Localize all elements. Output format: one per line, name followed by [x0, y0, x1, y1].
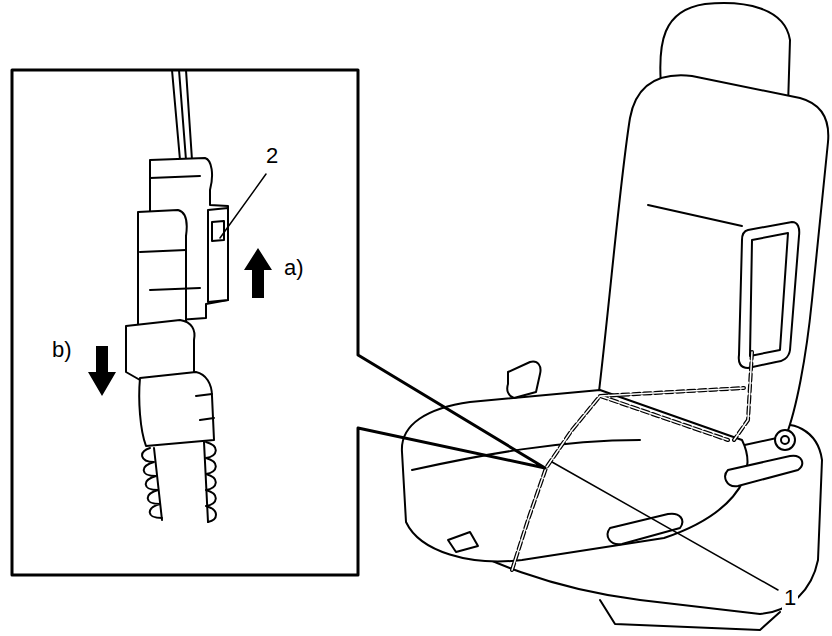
leader-line — [552, 462, 778, 590]
callout-label: b) — [50, 338, 74, 362]
inset-frame — [12, 70, 545, 575]
connector-ridge — [140, 176, 200, 290]
backrest-seam — [648, 205, 742, 226]
callout-label: 2 — [264, 144, 280, 168]
leader-line — [220, 174, 266, 238]
seat-belt-buckle — [507, 362, 540, 398]
recline-lever — [725, 456, 802, 486]
recline-pivot — [775, 430, 795, 450]
wiring-harness — [512, 352, 752, 570]
connector-housing-lower — [126, 320, 194, 380]
connector-housing-mid — [138, 210, 187, 334]
arrow-up — [244, 248, 272, 298]
connector-detail — [126, 70, 228, 522]
arrow-down — [88, 346, 116, 396]
connector-latch — [208, 208, 228, 302]
side-pocket — [739, 222, 799, 368]
callout-label: 1 — [782, 586, 798, 610]
wiring-harness-inner — [512, 352, 752, 570]
connector-plug — [139, 372, 214, 446]
side-pocket-inner — [750, 233, 788, 356]
wire-upper — [172, 70, 192, 160]
recline-pivot-inner — [781, 436, 789, 444]
rail — [600, 600, 780, 630]
corrugated-conduit — [142, 442, 216, 522]
callout-label: a) — [282, 256, 306, 280]
conduit-side — [154, 442, 208, 522]
slide-handle — [448, 532, 478, 552]
plug-notch — [196, 394, 214, 420]
